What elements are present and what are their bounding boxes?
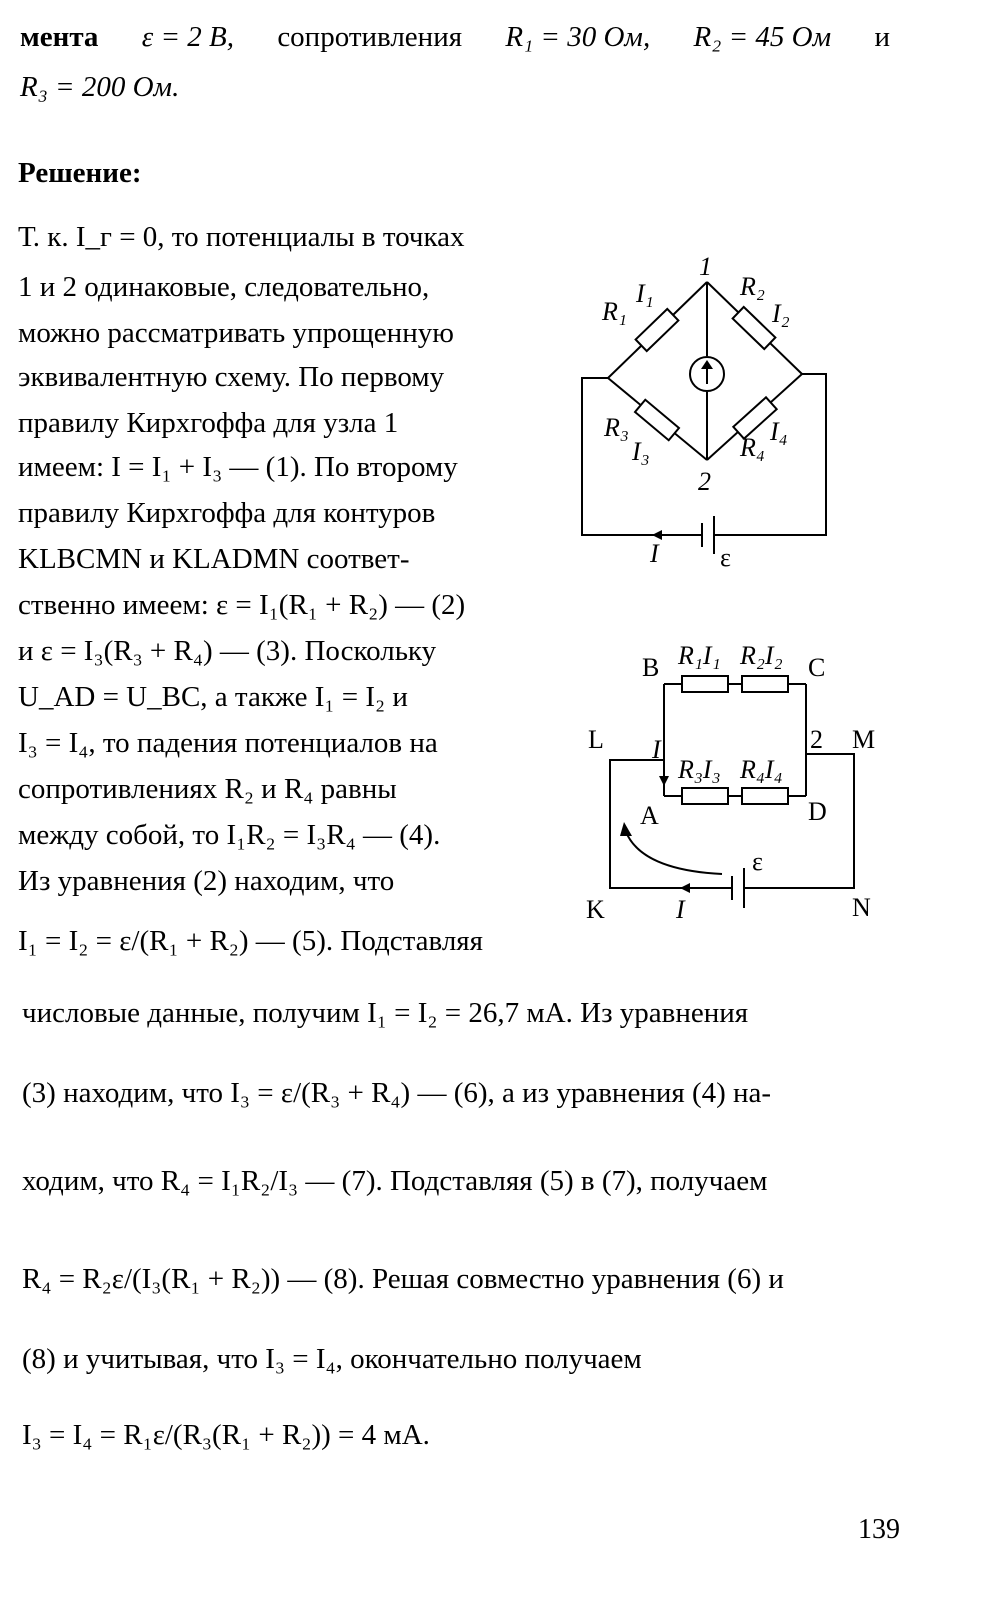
label-r1i1: R₁I₁: [677, 641, 721, 670]
text-line: R₄ = R₂ε/(I₃(R₁ + R₂)) — (8). Решая совм…: [22, 1263, 784, 1295]
text-line: I₃ = I₄ = R₁ε/(R₃(R₁ + R₂)) = 4 мА.: [22, 1419, 430, 1451]
text-line: KLBCMN и KLADMN соответ-: [18, 543, 410, 575]
equivalent-circuit-figure: B C L M A D K N I 2 R₁I₁ R₂I₂ R₃I₃ R₄I₄ …: [586, 641, 875, 924]
text-line: I₃ = I₄, то падения потенциалов на: [18, 727, 438, 759]
label-i3: I₃: [631, 437, 650, 466]
label-current-inner: I: [651, 735, 662, 764]
label-current: I: [649, 539, 660, 568]
label-current: I: [675, 895, 686, 924]
label-r1: R₁: [601, 297, 627, 326]
label-i1: I₁: [635, 279, 654, 308]
node-a-label: A: [640, 801, 659, 830]
text-line: (3) находим, что I₃ = ε/(R₃ + R₄) — (6),…: [22, 1077, 772, 1109]
text-line: ственно имеем: ε = I₁(R₁ + R₂) — (2): [18, 589, 466, 621]
text-line: имеем: I = I₁ + I₃ — (1). По второму: [18, 451, 458, 483]
text-line: правилу Кирхгоффа для контуров: [18, 497, 436, 529]
label-r4i4: R₄I₄: [739, 755, 783, 784]
text-line: Т. к. I_г = 0, то потенциалы в точках: [18, 221, 465, 253]
given-r1: R₁ = 30 Ом,: [505, 21, 651, 53]
node-k-label: K: [586, 895, 605, 924]
node-m-label: M: [852, 725, 875, 754]
text-line: Из уравнения (2) находим, что: [18, 865, 395, 897]
label-i4: I₄: [769, 417, 788, 446]
text-line: правилу Кирхгоффа для узла 1: [18, 407, 399, 439]
node-1-label: 1: [699, 252, 712, 281]
text-line: между собой, то I₁R₂ = I₃R₄ — (4).: [18, 819, 441, 851]
text-line: I₁ = I₂ = ε/(R₁ + R₂) — (5). Подставляя: [18, 925, 483, 957]
label-r4: R₄: [739, 433, 765, 462]
text-line: и ε = I₃(R₃ + R₄) — (3). Поскольку: [18, 635, 437, 667]
page-number: 139: [858, 1514, 900, 1545]
text-line: 1 и 2 одинаковые, следовательно,: [18, 271, 430, 303]
node-2-label: 2: [810, 725, 823, 754]
label-r3i3: R₃I₃: [677, 755, 721, 784]
node-d-label: D: [808, 797, 827, 826]
label-r2: R₂: [739, 272, 765, 301]
given-word: мента: [20, 21, 99, 53]
node-c-label: C: [808, 653, 825, 682]
label-emf: ε: [752, 847, 763, 876]
text-line: можно рассматривать упрощенную: [18, 317, 454, 349]
node-2-label: 2: [698, 467, 711, 496]
text-line: сопротивлениях R₂ и R₄ равны: [18, 773, 397, 805]
solution-heading: Решение:: [18, 157, 142, 189]
label-r2i2: R₂I₂: [739, 641, 783, 670]
given-word: сопротивления: [277, 21, 463, 53]
node-b-label: B: [642, 653, 659, 682]
given-emf: ε = 2 В,: [141, 21, 234, 53]
bridge-circuit-figure: 1 2 R₁ I₁ R₂ I₂ R₃ I₃ R₄ I₄ I ε: [581, 252, 827, 572]
label-emf: ε: [720, 543, 731, 572]
given-word: и: [874, 21, 890, 53]
given-line-2: R₃ = 200 Ом.: [20, 71, 180, 103]
node-n-label: N: [852, 893, 871, 922]
text-line: числовые данные, получим I₁ = I₂ = 26,7 …: [22, 997, 749, 1029]
given-r2: R₂ = 45 Ом: [693, 21, 832, 53]
given-line-1: мента ε = 2 В, сопротивления R₁ = 30 Ом,…: [20, 21, 890, 54]
label-r3: R₃: [603, 413, 629, 442]
label-i2: I₂: [771, 299, 790, 328]
text-line: ходим, что R₄ = I₁R₂/I₃ — (7). Подставля…: [22, 1165, 768, 1197]
text-line: эквивалентную схему. По первому: [18, 361, 445, 393]
node-l-label: L: [588, 725, 604, 754]
text-line: U_AD = U_BC, а также I₁ = I₂ и: [18, 681, 408, 713]
text-line: (8) и учитывая, что I₃ = I₄, окончательн…: [22, 1343, 642, 1375]
